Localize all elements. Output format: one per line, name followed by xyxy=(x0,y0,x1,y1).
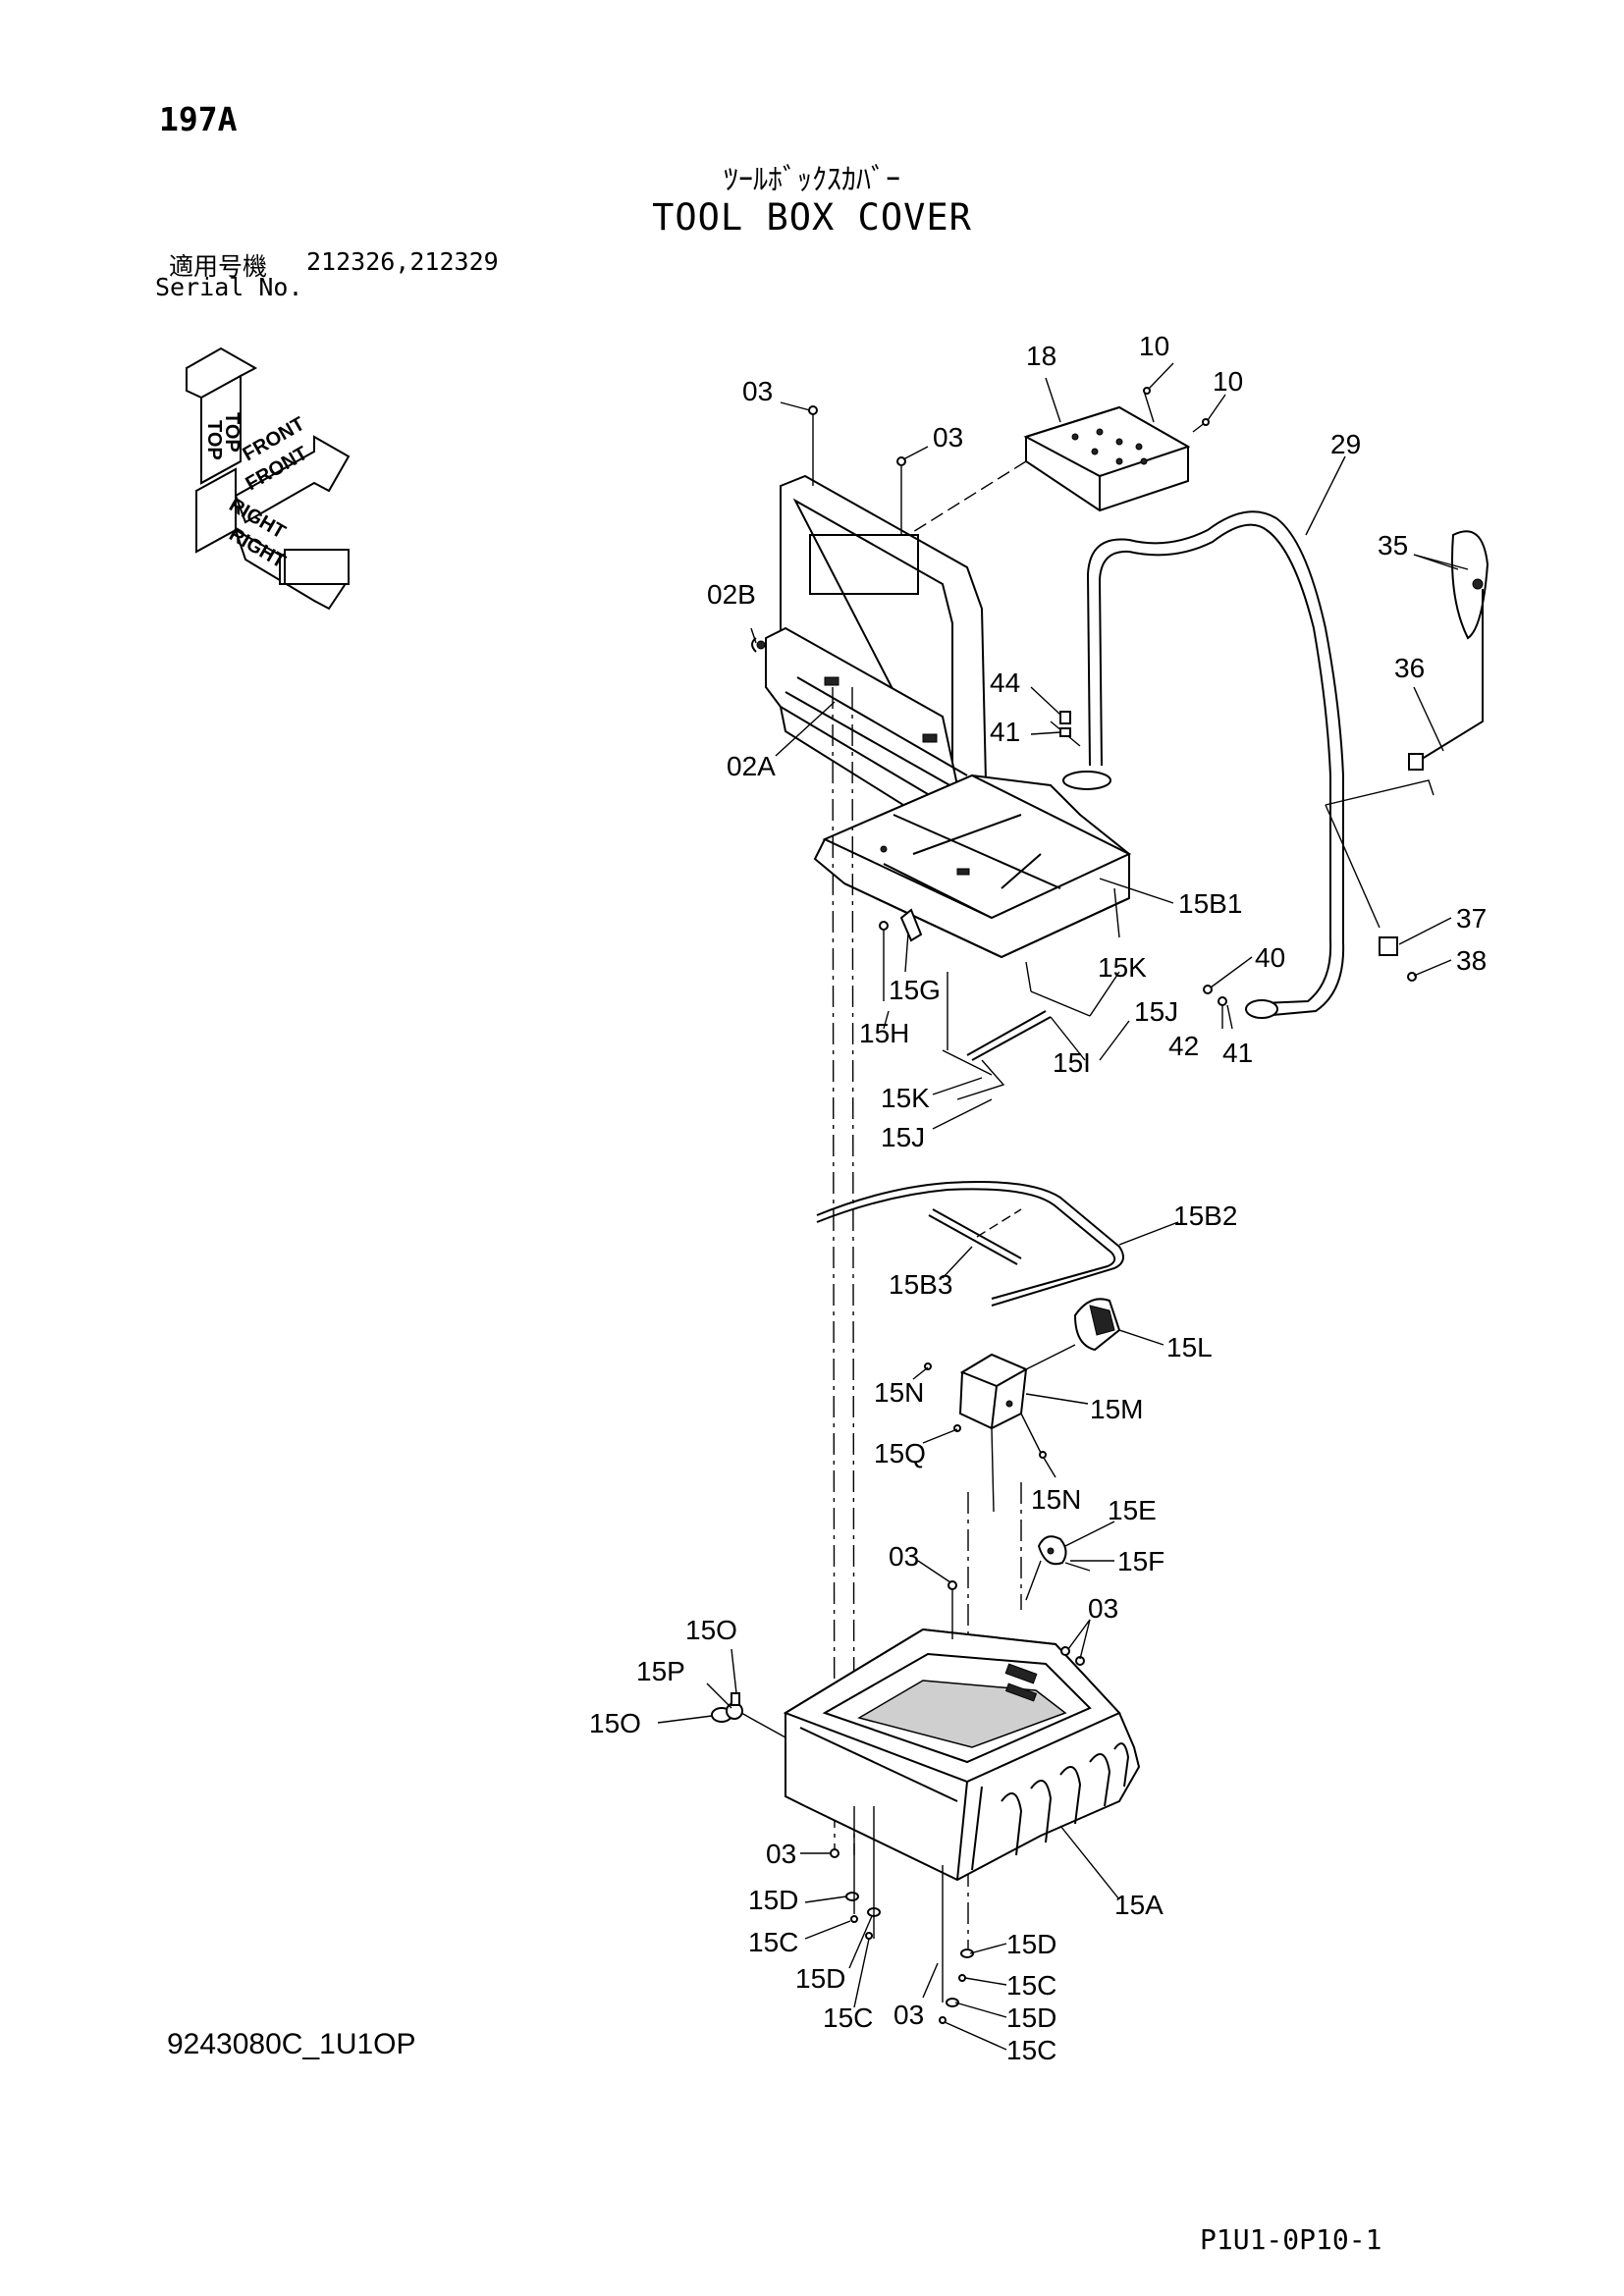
label-03: 03 xyxy=(766,1839,796,1869)
label-03: 03 xyxy=(893,2000,924,2030)
label-03: 03 xyxy=(1088,1593,1118,1624)
serial-label-english: Serial No. xyxy=(155,273,303,301)
label-35: 35 xyxy=(1378,530,1408,561)
label-41: 41 xyxy=(990,717,1020,747)
part-15a-toolbox-body xyxy=(783,1628,1141,1882)
label-10: 10 xyxy=(1139,331,1169,361)
orientation-top-label-2: TOP xyxy=(203,420,225,460)
label-44: 44 xyxy=(990,667,1020,698)
leader-lines xyxy=(657,362,1459,2051)
part-15m-switch-box xyxy=(958,1344,1076,1513)
orientation-top-label: TOP xyxy=(221,412,243,453)
part-42-washer xyxy=(1218,996,1227,1006)
part-02a-back-panel xyxy=(765,474,989,841)
part-36-mirror-stay xyxy=(1325,589,1484,929)
label-15e: 15E xyxy=(1108,1495,1157,1525)
label-15p: 15P xyxy=(636,1656,685,1686)
label-18: 18 xyxy=(1026,341,1056,371)
label-03: 03 xyxy=(933,422,963,453)
part-15e-latch xyxy=(1025,1535,1091,1601)
page-number: 197A xyxy=(159,100,238,138)
part-15c-nut-3 xyxy=(958,1974,966,1982)
serial-label-japanese: 適用号機 xyxy=(169,252,268,281)
label-15b1: 15B1 xyxy=(1178,888,1242,919)
part-18-cushion xyxy=(1023,387,1210,512)
part-15d-washer-3 xyxy=(960,1949,974,1958)
label-15c: 15C xyxy=(1006,1970,1056,2001)
label-40: 40 xyxy=(1255,942,1285,973)
label-15d: 15D xyxy=(1006,2002,1056,2033)
part-40-nut xyxy=(1203,985,1213,994)
label-15d: 15D xyxy=(1006,1929,1056,1959)
part-15n-screw-2 xyxy=(1039,1451,1047,1459)
part-29-handrail xyxy=(1050,510,1345,1019)
label-15f: 15F xyxy=(1117,1546,1164,1576)
part-15c-nut xyxy=(850,1915,858,1923)
label-15m: 15M xyxy=(1090,1394,1143,1424)
label-15h: 15H xyxy=(859,1018,909,1048)
label-15q: 15Q xyxy=(874,1438,926,1468)
label-02a: 02A xyxy=(727,751,776,781)
label-03: 03 xyxy=(742,376,773,406)
label-15o: 15O xyxy=(589,1708,641,1738)
label-15k: 15K xyxy=(1098,952,1147,983)
label-02b: 02B xyxy=(707,579,756,610)
label-15l: 15L xyxy=(1166,1332,1213,1362)
part-44-nut xyxy=(1059,711,1071,724)
label-15j: 15J xyxy=(1134,996,1178,1027)
part-41-washer xyxy=(1059,727,1071,737)
label-15c: 15C xyxy=(823,2002,873,2033)
part-37-clamp xyxy=(1379,936,1398,956)
part-15b2-seal xyxy=(816,1181,1124,1307)
part-15i-rod xyxy=(942,961,1091,1076)
label-15g: 15G xyxy=(889,975,941,1005)
part-15k-bracket xyxy=(956,1059,1005,1100)
part-15l-lamp xyxy=(1073,1298,1121,1352)
label-37: 37 xyxy=(1456,903,1487,934)
drawing-code: 9243080C_1U1OP xyxy=(167,2028,416,2060)
label-15i: 15I xyxy=(1053,1047,1091,1078)
serial-numbers: 212326,212329 xyxy=(306,247,499,276)
part-15c-nut-2 xyxy=(865,1932,873,1940)
part-labels: 03 03 18 10 10 29 35 36 02B 44 41 02A 15… xyxy=(589,331,1487,2065)
label-15o: 15O xyxy=(685,1615,737,1645)
label-15k: 15K xyxy=(881,1083,930,1113)
label-36: 36 xyxy=(1394,653,1425,683)
title-japanese: ﾂｰﾙﾎﾞｯｸｽｶﾊﾞｰ xyxy=(724,163,900,197)
part-15d-washer xyxy=(845,1892,859,1901)
label-15b3: 15B3 xyxy=(889,1269,952,1300)
orientation-indicator: TOP TOP FRONT FRONT RIGHT RIGHT xyxy=(186,347,351,611)
screw-03-box-right xyxy=(1060,1646,1070,1656)
label-29: 29 xyxy=(1330,429,1361,459)
part-15d-washer-4 xyxy=(946,1998,959,2007)
label-15n: 15N xyxy=(1031,1484,1081,1515)
part-15h-bolt xyxy=(879,921,889,931)
screw-03-top xyxy=(808,405,906,535)
label-03: 03 xyxy=(889,1541,919,1572)
part-38-bolt xyxy=(1407,972,1417,982)
label-38: 38 xyxy=(1456,945,1487,976)
title-english: TOOL BOX COVER xyxy=(652,196,972,239)
label-15n: 15N xyxy=(874,1377,924,1408)
label-15b2: 15B2 xyxy=(1173,1201,1237,1231)
label-10: 10 xyxy=(1213,366,1243,397)
label-15c: 15C xyxy=(1006,2035,1056,2065)
label-42: 42 xyxy=(1168,1031,1199,1061)
label-15a: 15A xyxy=(1114,1890,1164,1920)
label-15d: 15D xyxy=(795,1963,845,1994)
label-15j: 15J xyxy=(881,1122,925,1152)
screw-03-bottom xyxy=(830,1848,839,1858)
label-41: 41 xyxy=(1222,1038,1253,1068)
sheet-code: P1U1-0P10-1 xyxy=(1200,2223,1382,2256)
label-15d: 15D xyxy=(748,1885,798,1915)
part-35-mirror xyxy=(1413,530,1489,640)
label-15c: 15C xyxy=(748,1927,798,1957)
part-15c-nut-4 xyxy=(939,2016,947,2024)
part-15b1-seat-lid xyxy=(813,774,1132,959)
